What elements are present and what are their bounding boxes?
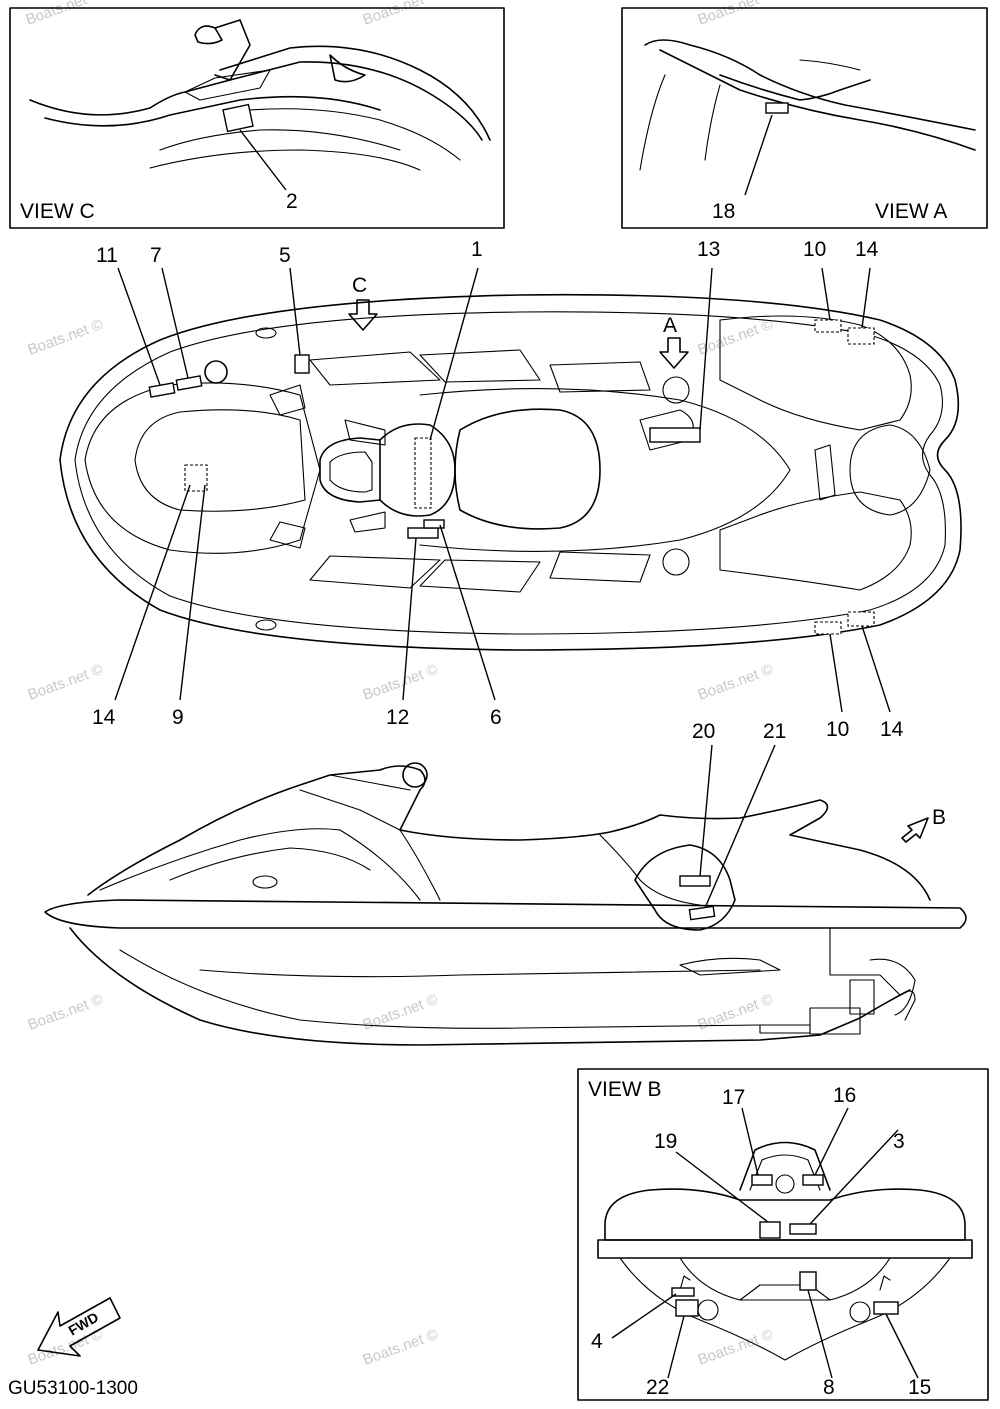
watermarks: Boats.net Boats.net Boats.net Boats.net … [24,0,776,1369]
decal-17-marker [751,1174,773,1186]
view-c-panel: VIEW C 2 [9,7,505,229]
view-a-panel: VIEW A 18 [621,7,988,229]
decal-6-marker [423,519,445,529]
callout-11: 11 [96,244,118,267]
callout-20: 20 [692,720,715,743]
decal-5-marker [294,354,310,374]
decal-11-marker [148,382,176,398]
callout-14-bottom: 14 [880,718,904,741]
watermark: Boats.net © [696,991,776,1034]
fuel-cap [204,360,228,384]
diagram-code: GU53100-1300 [8,1378,138,1399]
view-b-panel: VIEW B 17 16 19 3 4 [577,1068,989,1401]
view-a-frame [621,7,988,229]
top-view: C A 11 7 5 1 13 10 14 14 9 12 6 10 14 [59,238,962,741]
view-c-frame [9,7,505,229]
decal-21-marker [688,905,716,921]
callout-12: 12 [386,706,409,729]
callout-14-left: 14 [92,706,116,729]
callout-8: 8 [823,1376,835,1399]
view-a-letter: A [663,314,677,337]
watermark: Boats.net © [696,661,776,704]
decal-13-marker [649,427,701,443]
callout-5: 5 [279,244,291,267]
decal-22-marker [675,1299,699,1317]
view-b-letter: B [932,806,946,829]
callout-17: 17 [722,1086,745,1109]
callout-22: 22 [646,1376,669,1399]
watermark: Boats.net © [26,661,106,704]
decal-18-marker [765,102,789,114]
decal-14-bottom-marker [847,611,875,627]
decal-15-marker [873,1301,899,1315]
decal-19-marker [759,1221,781,1239]
view-a-title: VIEW A [875,200,947,223]
watermark: Boats.net [24,0,90,29]
callout-3: 3 [893,1130,905,1153]
decal-1-marker [414,437,432,509]
callout-1: 1 [471,238,483,261]
decal-3-marker [789,1223,817,1235]
callout-2: 2 [286,190,298,213]
decal-10-top-marker [814,319,842,333]
watermark: Boats.net © [361,661,441,704]
side-view: B 20 21 [44,720,967,1046]
decal-2-marker [222,103,254,133]
view-b-frame [577,1068,989,1401]
view-c-arrow [348,299,378,331]
view-b-arrow [901,817,929,843]
callout-6: 6 [490,706,502,729]
watermark: Boats.net © [26,316,106,359]
watermark: Boats.net © [26,991,106,1034]
callout-21: 21 [763,720,786,743]
callout-14-top: 14 [855,238,879,261]
decal-10-bottom-marker [814,621,842,635]
callout-15: 15 [908,1376,931,1399]
callout-4: 4 [591,1330,603,1353]
callout-9: 9 [172,706,184,729]
callout-10-top: 10 [803,238,826,261]
handlebar-grip [402,762,428,788]
decal-4-marker [671,1287,695,1297]
callout-19: 19 [654,1130,677,1153]
callout-7: 7 [150,244,162,267]
callout-18: 18 [712,200,735,223]
watermark: Boats.net [696,0,762,29]
decal-20-marker [679,875,711,887]
decal-8-marker [799,1271,817,1291]
view-c-letter: C [352,274,367,297]
view-b-title: VIEW B [588,1078,662,1101]
decal-7-marker [175,375,203,391]
decal-14-top-marker [847,327,875,345]
watermark: Boats.net © [696,1326,776,1369]
decal-12-marker [407,527,439,539]
callout-10-bottom: 10 [826,718,849,741]
view-c-title: VIEW C [20,200,95,223]
callout-13: 13 [697,238,720,261]
watermark: Boats.net [361,0,427,29]
decal-16-marker [802,1174,824,1186]
watermark: Boats.net © [361,1326,441,1369]
decal-9-14-marker [184,464,208,492]
view-a-arrow [659,337,689,369]
fwd-arrow-icon [37,1297,121,1357]
callout-16: 16 [833,1084,856,1107]
